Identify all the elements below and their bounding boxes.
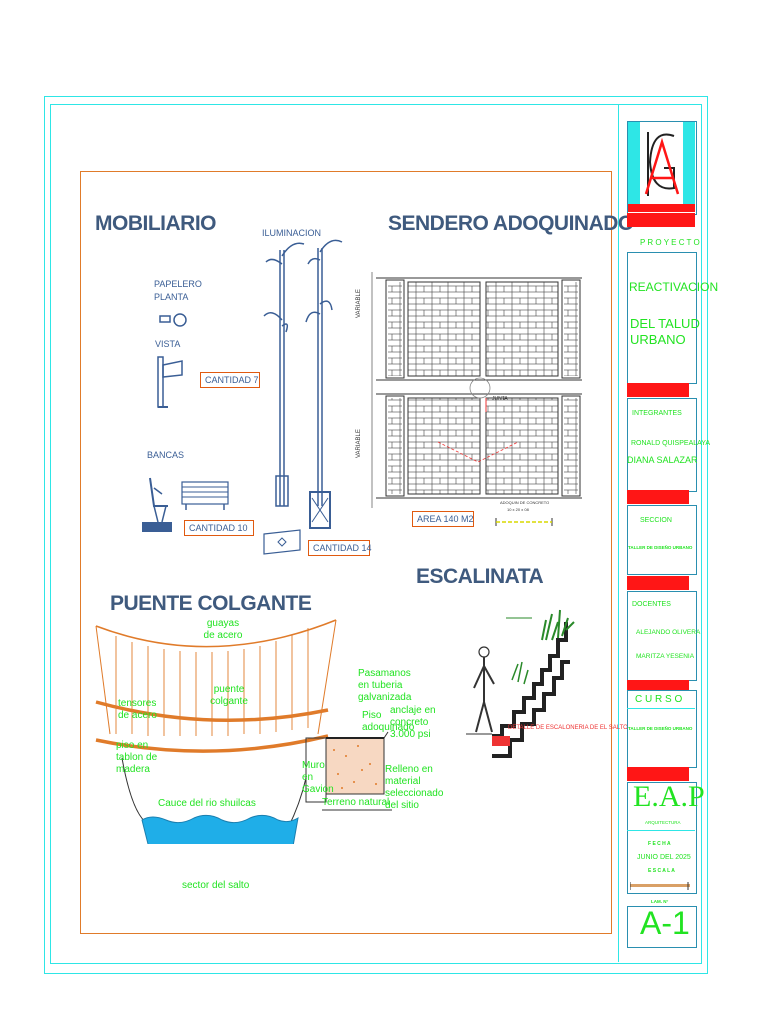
school-divider bbox=[627, 830, 695, 831]
junta-label: JUNTA bbox=[492, 396, 508, 402]
puente-piso: piso en tablon de madera bbox=[116, 740, 158, 775]
puente-terreno: Terreno natural bbox=[322, 797, 390, 808]
puente-sector: sector del salto bbox=[182, 880, 250, 891]
logo-icon bbox=[628, 122, 695, 212]
curso-label: C U R S O bbox=[635, 694, 683, 705]
sheet-number: A-1 bbox=[640, 905, 690, 941]
seccion-label: SECCION bbox=[640, 517, 672, 524]
tb-red-bar-6 bbox=[627, 767, 689, 781]
escala-label: E S C A L A bbox=[648, 868, 675, 874]
project-line-1: REACTIVACION bbox=[629, 280, 719, 294]
escalinata-section bbox=[466, 609, 575, 758]
project-line-2: DEL TALUD bbox=[630, 316, 700, 331]
cantidad-bancas: CANTIDAD 10 bbox=[184, 520, 254, 536]
drawing-frame bbox=[80, 171, 612, 934]
integrante-1: RONALD QUISPEALAYA bbox=[631, 440, 711, 447]
variable-label-2: VARIABLE bbox=[356, 429, 362, 458]
puente-pasamanos: Pasamanos en tuberia galvanizada bbox=[358, 668, 412, 703]
integrantes-label: INTEGRANTES bbox=[632, 410, 682, 417]
school-box bbox=[627, 782, 697, 894]
inner-cyan-border bbox=[50, 104, 702, 964]
fecha-label: F E C H A bbox=[648, 841, 671, 847]
fecha-value: JUNIO DEL 2025 bbox=[637, 854, 691, 861]
cantidad-papelero: CANTIDAD 7 bbox=[200, 372, 260, 388]
docente-2: MARITZA YESENIA bbox=[636, 653, 695, 660]
tb-red-bar-3 bbox=[627, 490, 689, 504]
puente-colgante-label: puente colgante bbox=[210, 684, 248, 707]
bancas-label: BANCAS bbox=[147, 450, 185, 460]
school-name: E.A.P bbox=[633, 780, 705, 813]
project-line-3: URBANO bbox=[630, 332, 686, 347]
tb-red-bar-4 bbox=[627, 576, 689, 590]
puente-relleno: Relleno en material seleccionado del sit… bbox=[385, 764, 444, 811]
luminaria-icon bbox=[263, 239, 343, 529]
puente-cauce: Cauce del rio shuilcas bbox=[158, 798, 256, 809]
puente-tensores: tensores de acero bbox=[118, 698, 157, 721]
tb-red-bar-1 bbox=[627, 213, 695, 227]
puente-guayas: guayas de acero bbox=[203, 618, 243, 641]
luminaria-base-icon bbox=[263, 529, 301, 555]
escalinata-title: ESCALINATA bbox=[416, 565, 544, 588]
banca-side-icon bbox=[142, 477, 172, 532]
mobiliario-title: MOBILIARIO bbox=[95, 212, 217, 235]
vista-label: VISTA bbox=[155, 339, 181, 349]
curso-divider bbox=[627, 708, 695, 709]
papelero-plan-icon bbox=[159, 313, 187, 327]
papelero-label: PAPELERO bbox=[154, 279, 202, 289]
sheet-number-box bbox=[627, 906, 697, 948]
tb-red-bar-2 bbox=[627, 383, 689, 397]
school-sub: ARQUITECTURA bbox=[645, 820, 681, 825]
iluminacion-label: ILUMINACION bbox=[262, 228, 322, 238]
variable-label-1: VARIABLE bbox=[356, 289, 362, 318]
area-label: AREA 140 M2 bbox=[412, 511, 474, 527]
titleblock-divider bbox=[618, 104, 619, 962]
outer-cyan-border bbox=[44, 96, 708, 974]
adoquin-label-1: ADOQUIN DE CONCRETO bbox=[500, 500, 550, 505]
docentes-label: DOCENTES bbox=[632, 601, 671, 608]
adoquin-sample bbox=[495, 518, 553, 526]
cantidad-iluminacion: CANTIDAD 14 bbox=[308, 540, 372, 556]
banca-front-icon bbox=[181, 481, 229, 510]
papelero-elevation-icon bbox=[157, 356, 183, 408]
lamina-label: LAM. N° bbox=[651, 899, 669, 904]
adoquin-label-2: 10 x 20 x 08 bbox=[507, 507, 529, 512]
puente-title: PUENTE COLGANTE bbox=[110, 592, 312, 615]
docente-1: ALEJANDO OLIVERA bbox=[636, 629, 701, 636]
integrante-2: DIANA SALAZAR bbox=[627, 455, 698, 465]
curso-value: TALLER DE DISEÑO URBANO bbox=[628, 726, 693, 731]
seccion-value: TALLER DE DISEÑO URBANO bbox=[628, 545, 693, 550]
puente-muro: Muro en Gavion bbox=[302, 760, 334, 795]
puente-piso-adoquinado: Piso adoquinado bbox=[362, 710, 415, 733]
scale-bar-icon bbox=[630, 882, 690, 890]
proyecto-label: P R O Y E C T O bbox=[640, 238, 700, 247]
seccion-box bbox=[627, 505, 697, 575]
puente-anclaje: anclaje en concreto 3.000 psi bbox=[390, 705, 436, 740]
escalinata-detalle-label: DETALLE DE ESCALONERIA DE EL SALTO bbox=[508, 725, 628, 731]
sendero-plan bbox=[371, 272, 582, 508]
sendero-title: SENDERO ADOQUINADO bbox=[388, 212, 634, 235]
tb-red-bar-5 bbox=[627, 680, 689, 690]
planta-label: PLANTA bbox=[154, 292, 189, 302]
puente-section bbox=[95, 619, 392, 844]
